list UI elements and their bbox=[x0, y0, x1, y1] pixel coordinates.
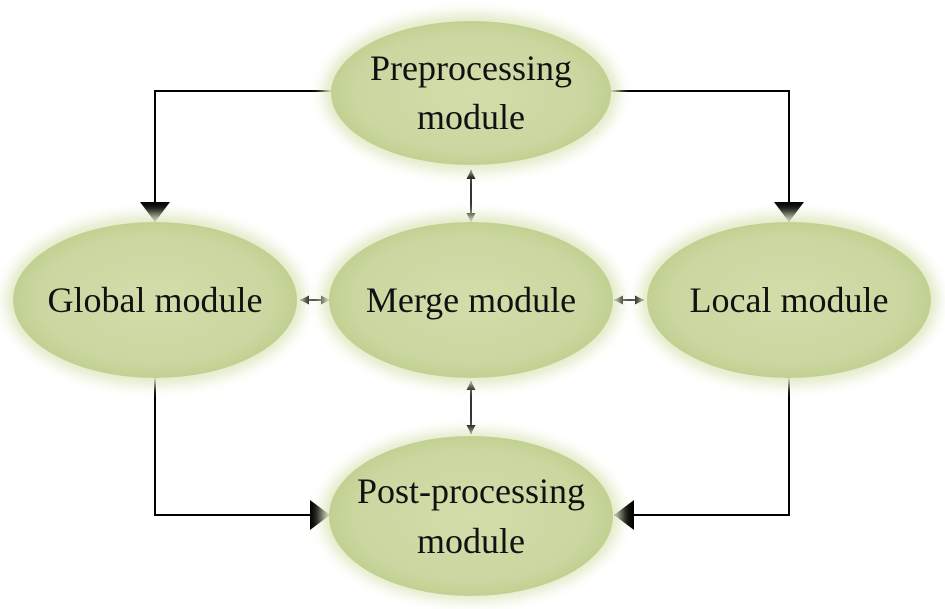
connectors bbox=[140, 90, 804, 530]
node-local-label: Local module bbox=[690, 280, 889, 320]
arrow-local-to-postprocessing bbox=[614, 378, 790, 530]
node-merge: Merge module bbox=[321, 214, 621, 386]
arrow-preprocessing-to-local bbox=[611, 90, 804, 222]
node-local: Local module bbox=[639, 214, 939, 386]
node-global-shape bbox=[13, 222, 297, 378]
node-postprocessing-label-line2: module bbox=[417, 521, 525, 561]
arrow-preprocessing-to-global bbox=[140, 90, 332, 222]
node-global-label: Global module bbox=[48, 280, 263, 320]
node-local-shape bbox=[647, 222, 931, 378]
node-preprocessing-label-line2: module bbox=[417, 97, 525, 137]
node-preprocessing-shape bbox=[331, 21, 611, 165]
node-preprocessing-label-line1: Preprocessing bbox=[370, 48, 572, 88]
node-postprocessing: Post-processing module bbox=[321, 430, 621, 602]
node-merge-shape bbox=[329, 222, 613, 378]
node-merge-label: Merge module bbox=[366, 280, 576, 320]
node-preprocessing: Preprocessing module bbox=[323, 13, 619, 173]
node-postprocessing-label-line1: Post-processing bbox=[357, 471, 585, 511]
node-postprocessing-shape bbox=[329, 436, 613, 596]
arrow-global-to-postprocessing bbox=[154, 378, 330, 530]
node-global: Global module bbox=[5, 214, 305, 386]
